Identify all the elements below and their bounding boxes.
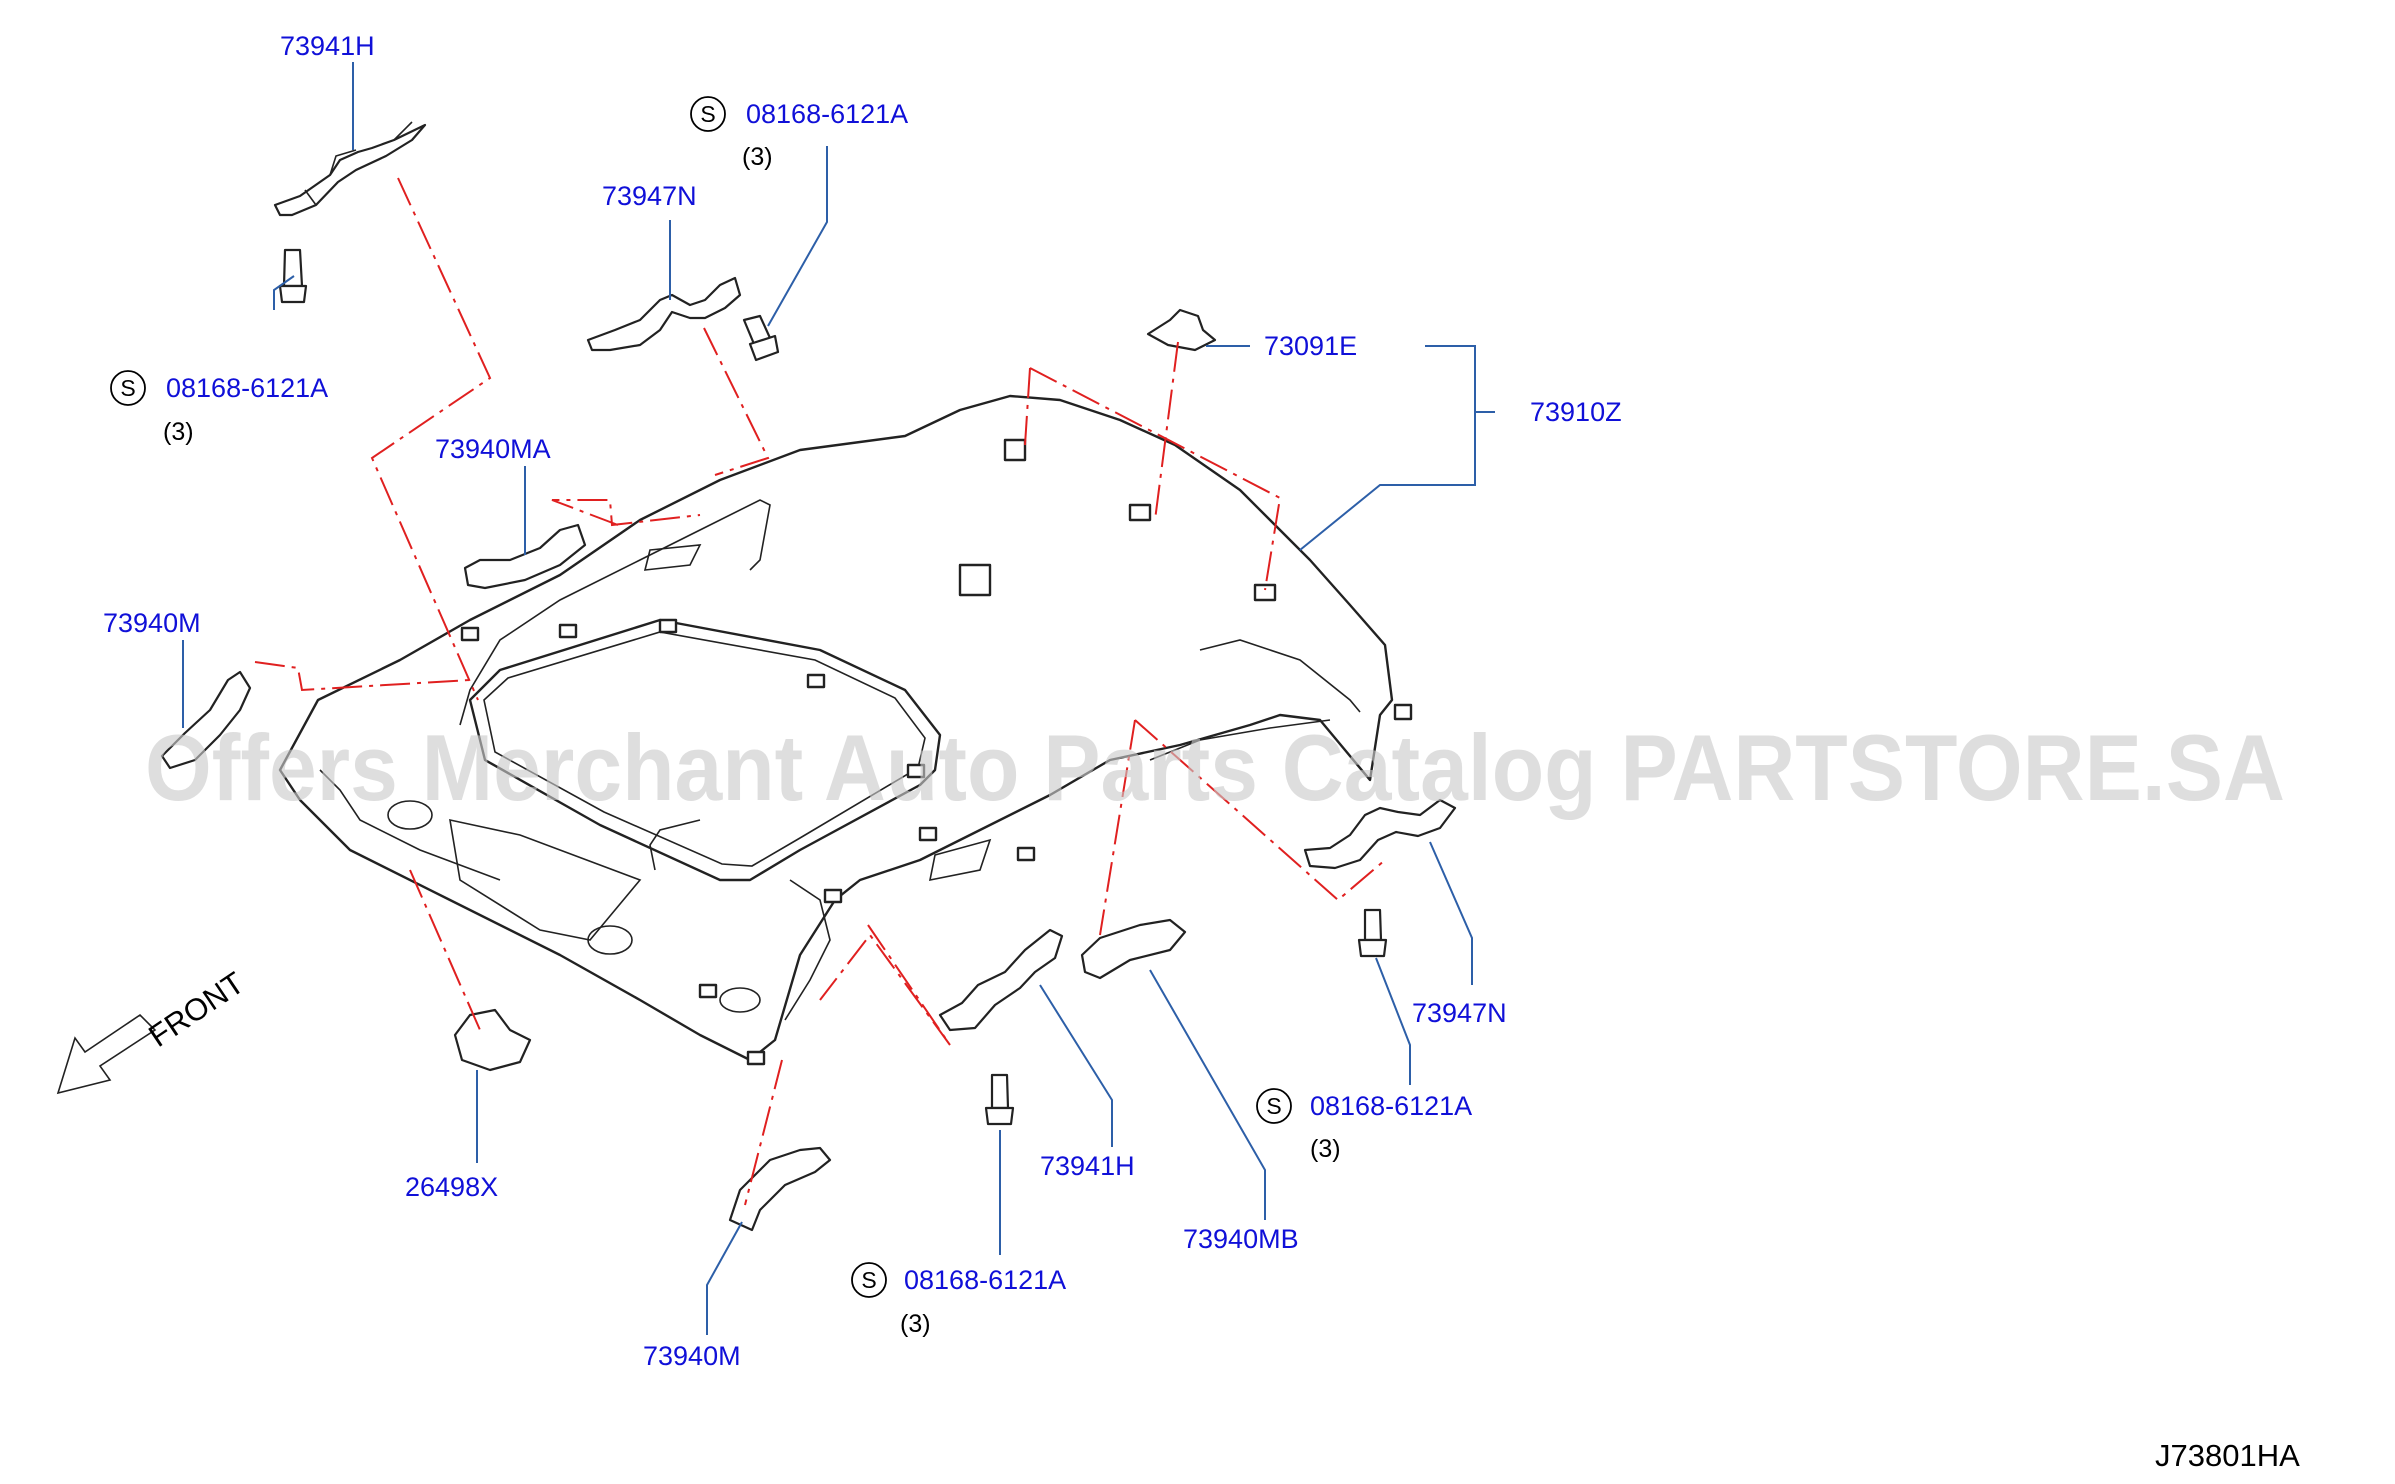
callout-73940mb[interactable]: 73940MB <box>1183 1224 1299 1254</box>
callout-08168-left[interactable]: 08168-6121A <box>166 373 328 403</box>
callout-73940m-left[interactable]: 73940M <box>103 608 201 638</box>
standard-part-markers: S S S S <box>110 96 1292 1298</box>
callout-73940m-bottom[interactable]: 73940M <box>643 1341 741 1371</box>
lamp-26498x <box>453 1008 532 1072</box>
qty-08168-right: (3) <box>1310 1135 1341 1163</box>
bolt-right <box>1357 908 1388 958</box>
bracket-73941h-top <box>273 123 427 217</box>
grip-73940m-bottom <box>728 1146 832 1232</box>
qty-08168-top: (3) <box>742 143 773 171</box>
diagram-code: J73801HA <box>2155 1438 2300 1473</box>
s-marker-2: S <box>120 375 135 401</box>
callout-73091e[interactable]: 73091E <box>1264 331 1357 361</box>
front-direction-indicator: FRONT <box>56 965 250 1095</box>
callout-73947n-top[interactable]: 73947N <box>602 181 697 211</box>
bolt-bottom-center <box>984 1073 1015 1126</box>
front-label: FRONT <box>142 965 250 1054</box>
callout-08168-top[interactable]: 08168-6121A <box>746 99 908 129</box>
grip-73940ma <box>463 523 587 590</box>
grip-73940m-left <box>160 670 252 770</box>
callout-labels: 73941H 08168-6121A (3) 08168-6121A (3) 7… <box>103 31 1622 1371</box>
callout-26498x[interactable]: 26498X <box>405 1172 498 1202</box>
callout-73940ma[interactable]: 73940MA <box>435 434 551 464</box>
watermark: Offers Merchant Auto Parts Catalog PARTS… <box>145 715 2285 820</box>
clip-73091e <box>1146 308 1217 352</box>
bracket-73941h-bottom <box>938 928 1064 1032</box>
callout-08168-bottom[interactable]: 08168-6121A <box>904 1265 1066 1295</box>
callout-73910z[interactable]: 73910Z <box>1530 397 1622 427</box>
s-marker-4: S <box>861 1267 876 1293</box>
callout-73941h-top[interactable]: 73941H <box>280 31 375 61</box>
grip-73940mb <box>1080 918 1187 980</box>
bracket-73947n-top <box>586 276 742 352</box>
bracket-73947n-right <box>1303 798 1457 870</box>
bolt-top-center <box>742 314 780 362</box>
qty-08168-bottom: (3) <box>900 1310 931 1338</box>
callout-73947n-right[interactable]: 73947N <box>1412 998 1507 1028</box>
qty-08168-left: (3) <box>163 418 194 446</box>
headlining-panel <box>278 394 1413 1066</box>
leader-lines <box>182 62 1495 1335</box>
s-marker-3: S <box>1266 1093 1281 1119</box>
callout-08168-right[interactable]: 08168-6121A <box>1310 1091 1472 1121</box>
front-arrow-icon <box>56 1013 157 1095</box>
bolt-top-left <box>278 248 308 304</box>
chain-lines <box>254 177 1386 1206</box>
s-marker-1: S <box>700 101 715 127</box>
callout-73941h-bottom[interactable]: 73941H <box>1040 1151 1135 1181</box>
